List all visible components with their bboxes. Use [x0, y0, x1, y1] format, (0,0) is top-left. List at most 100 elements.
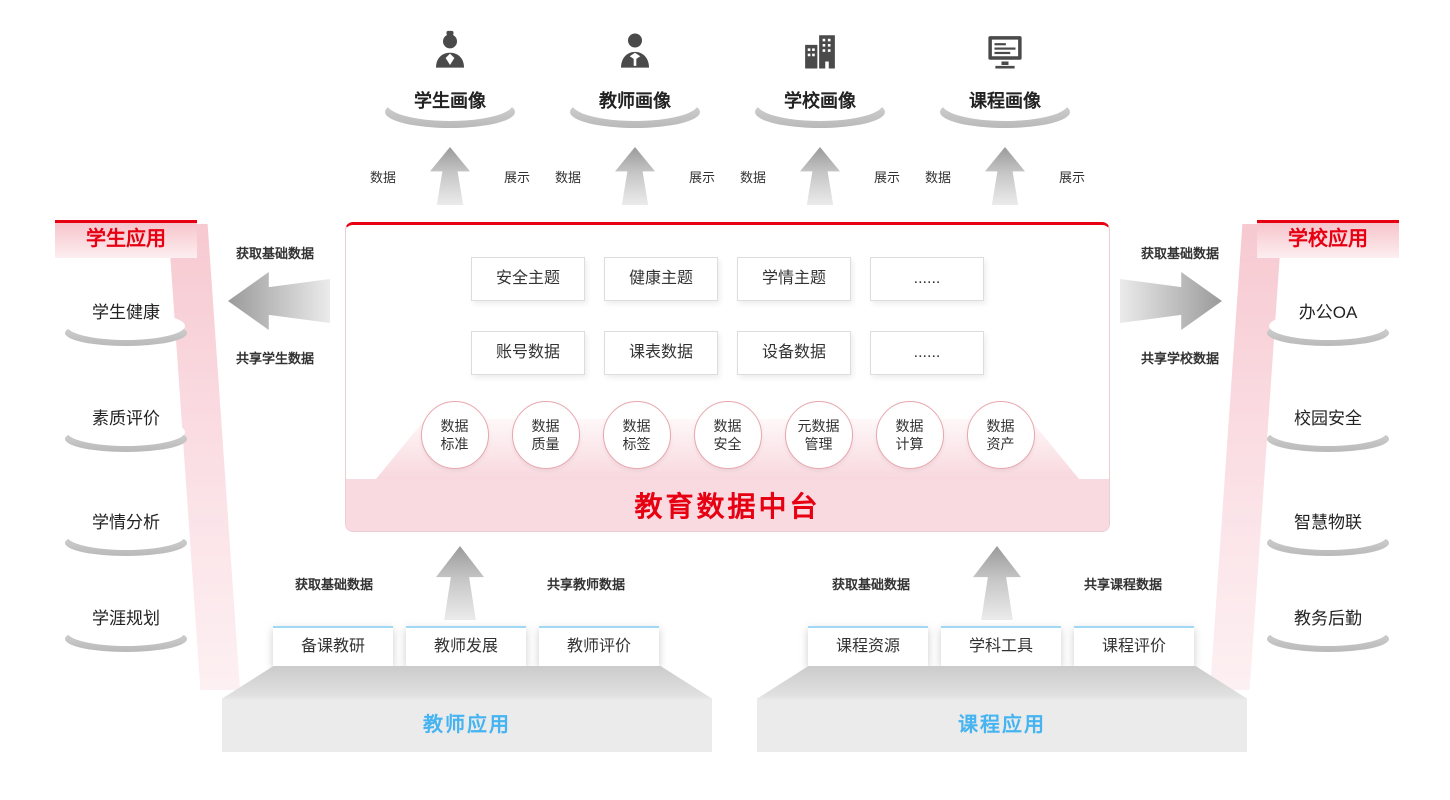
- disk-ellipse: [755, 87, 885, 128]
- display-label: 展示: [873, 169, 900, 185]
- circle-label: 数据 计算: [895, 417, 924, 452]
- circle-label: 数据 安全: [713, 417, 742, 452]
- school-portrait-arrow-row: 数据 展示: [740, 146, 900, 206]
- course-left-flow-label: 获取基础数据: [832, 576, 911, 592]
- student-portrait-group: 学生画像: [385, 28, 515, 130]
- theme-box-learning: 学情主题: [737, 257, 851, 301]
- portrait-disk: 课程画像: [940, 80, 1070, 130]
- portrait-label: 学生画像: [414, 91, 486, 111]
- circle-data-quality: 数据 质量: [511, 401, 580, 469]
- data-label: 数据: [370, 169, 397, 185]
- portrait-label: 学校画像: [784, 91, 856, 111]
- display-label: 展示: [503, 169, 530, 185]
- disk-ellipse: [1267, 418, 1389, 452]
- circle-label: 数据 标准: [440, 417, 469, 452]
- teacher-portrait-arrow-row: 数据 展示: [555, 146, 715, 206]
- platform-title-bar: 教育数据中台: [346, 479, 1109, 531]
- disk-ellipse: [65, 312, 187, 346]
- course-apps-title: 课程应用: [958, 714, 1046, 736]
- left-top-flow-label: 获取基础数据: [235, 246, 314, 261]
- display-label: 展示: [688, 169, 715, 185]
- student-app-item: 学生健康: [63, 294, 189, 346]
- disk-ellipse: [385, 87, 515, 128]
- teacher-icon: [614, 28, 656, 72]
- course-right-flow-label: 共享课程数据: [1083, 576, 1162, 592]
- circle-label: 数据 质量: [531, 417, 560, 452]
- course-portrait-arrow-row: 数据 展示: [925, 146, 1085, 206]
- app-box-course-eval: 课程评价: [1074, 626, 1194, 666]
- teacher-portrait-group: 教师画像: [570, 28, 700, 130]
- student-icon: [429, 28, 471, 72]
- data-label: 数据: [555, 169, 582, 185]
- item-label: 智慧物联: [1294, 513, 1362, 532]
- portrait-disk: 教师画像: [570, 80, 700, 130]
- student-portrait-arrow-row: 数据 展示: [370, 146, 530, 206]
- theme-box-more: ......: [870, 257, 984, 301]
- circle-data-compute: 数据 计算: [875, 401, 944, 469]
- theme-box-health: 健康主题: [604, 257, 718, 301]
- course-icon: [984, 28, 1026, 72]
- app-box-teacher-eval: 教师评价: [539, 626, 659, 666]
- school-app-item: 教务后勤: [1265, 600, 1391, 652]
- right-top-flow-label: 获取基础数据: [1140, 246, 1219, 261]
- app-box-subject-tools: 学科工具: [941, 626, 1061, 666]
- item-label: 学情分析: [92, 513, 160, 532]
- item-label: 学涯规划: [92, 609, 160, 628]
- data-box-timetable: 课表数据: [604, 331, 718, 375]
- teacher-apps-platform: 教师应用: [222, 666, 712, 752]
- up-arrow-icon: [430, 147, 470, 205]
- up-arrow-icon: [973, 546, 1021, 620]
- left-arrow-icon: [228, 272, 330, 330]
- up-arrow-icon: [800, 147, 840, 205]
- circle-data-standard: 数据 标准: [420, 401, 489, 469]
- disk-ellipse: [65, 522, 187, 556]
- school-app-item: 办公OA: [1265, 294, 1391, 346]
- app-box-lesson-prep: 备课教研: [273, 626, 393, 666]
- disk-ellipse: [65, 418, 187, 452]
- item-label: 校园安全: [1294, 409, 1362, 428]
- disk-ellipse: [1267, 522, 1389, 556]
- right-bottom-flow-label: 共享学校数据: [1140, 351, 1219, 366]
- teacher-left-flow-label: 获取基础数据: [295, 576, 374, 592]
- display-label: 展示: [1058, 169, 1085, 185]
- disk-ellipse: [1267, 312, 1389, 346]
- disk-ellipse: [570, 87, 700, 128]
- school-apps-header: 学校应用: [1257, 220, 1399, 258]
- disk-ellipse: [1267, 618, 1389, 652]
- disk-ellipse: [940, 87, 1070, 128]
- course-apps-platform: 课程应用: [757, 666, 1247, 752]
- school-app-item: 校园安全: [1265, 400, 1391, 452]
- app-box-course-resource: 课程资源: [808, 626, 928, 666]
- data-box-device: 设备数据: [737, 331, 851, 375]
- teacher-arrow-row: 获取基础数据 共享教师数据: [295, 545, 625, 621]
- platform-title: 教育数据中台: [634, 491, 821, 522]
- data-label: 数据: [740, 169, 767, 185]
- circle-data-asset: 数据 资产: [966, 401, 1035, 469]
- school-app-item: 智慧物联: [1265, 504, 1391, 556]
- item-label: 学生健康: [92, 303, 160, 322]
- teacher-apps-title: 教师应用: [423, 714, 511, 736]
- up-arrow-icon: [615, 147, 655, 205]
- school-icon: [799, 28, 841, 72]
- course-portrait-group: 课程画像: [940, 28, 1070, 130]
- data-boxes-row: 账号数据 课表数据 设备数据 ......: [346, 331, 1109, 375]
- teacher-right-flow-label: 共享教师数据: [546, 576, 625, 592]
- item-label: 办公OA: [1298, 303, 1358, 322]
- up-arrow-icon: [436, 546, 484, 620]
- item-label: 教务后勤: [1294, 609, 1362, 628]
- left-bottom-flow-label: 共享学生数据: [235, 351, 314, 366]
- portrait-label: 教师画像: [599, 91, 671, 111]
- course-app-boxes: 课程资源 学科工具 课程评价: [808, 626, 1194, 666]
- theme-box-security: 安全主题: [471, 257, 585, 301]
- data-label: 数据: [925, 169, 952, 185]
- circle-label: 元数据 管理: [797, 417, 840, 452]
- school-portrait-group: 学校画像: [755, 28, 885, 130]
- circle-data-tag: 数据 标签: [602, 401, 671, 469]
- student-app-item: 学情分析: [63, 504, 189, 556]
- data-box-more: ......: [870, 331, 984, 375]
- capability-circles-row: 数据 标准 数据 质量 数据 标签 数据 安全 元数据 管理 数据 计算 数据 …: [346, 401, 1109, 469]
- portrait-label: 课程画像: [969, 91, 1041, 111]
- disk-ellipse: [65, 618, 187, 652]
- app-box-teacher-dev: 教师发展: [406, 626, 526, 666]
